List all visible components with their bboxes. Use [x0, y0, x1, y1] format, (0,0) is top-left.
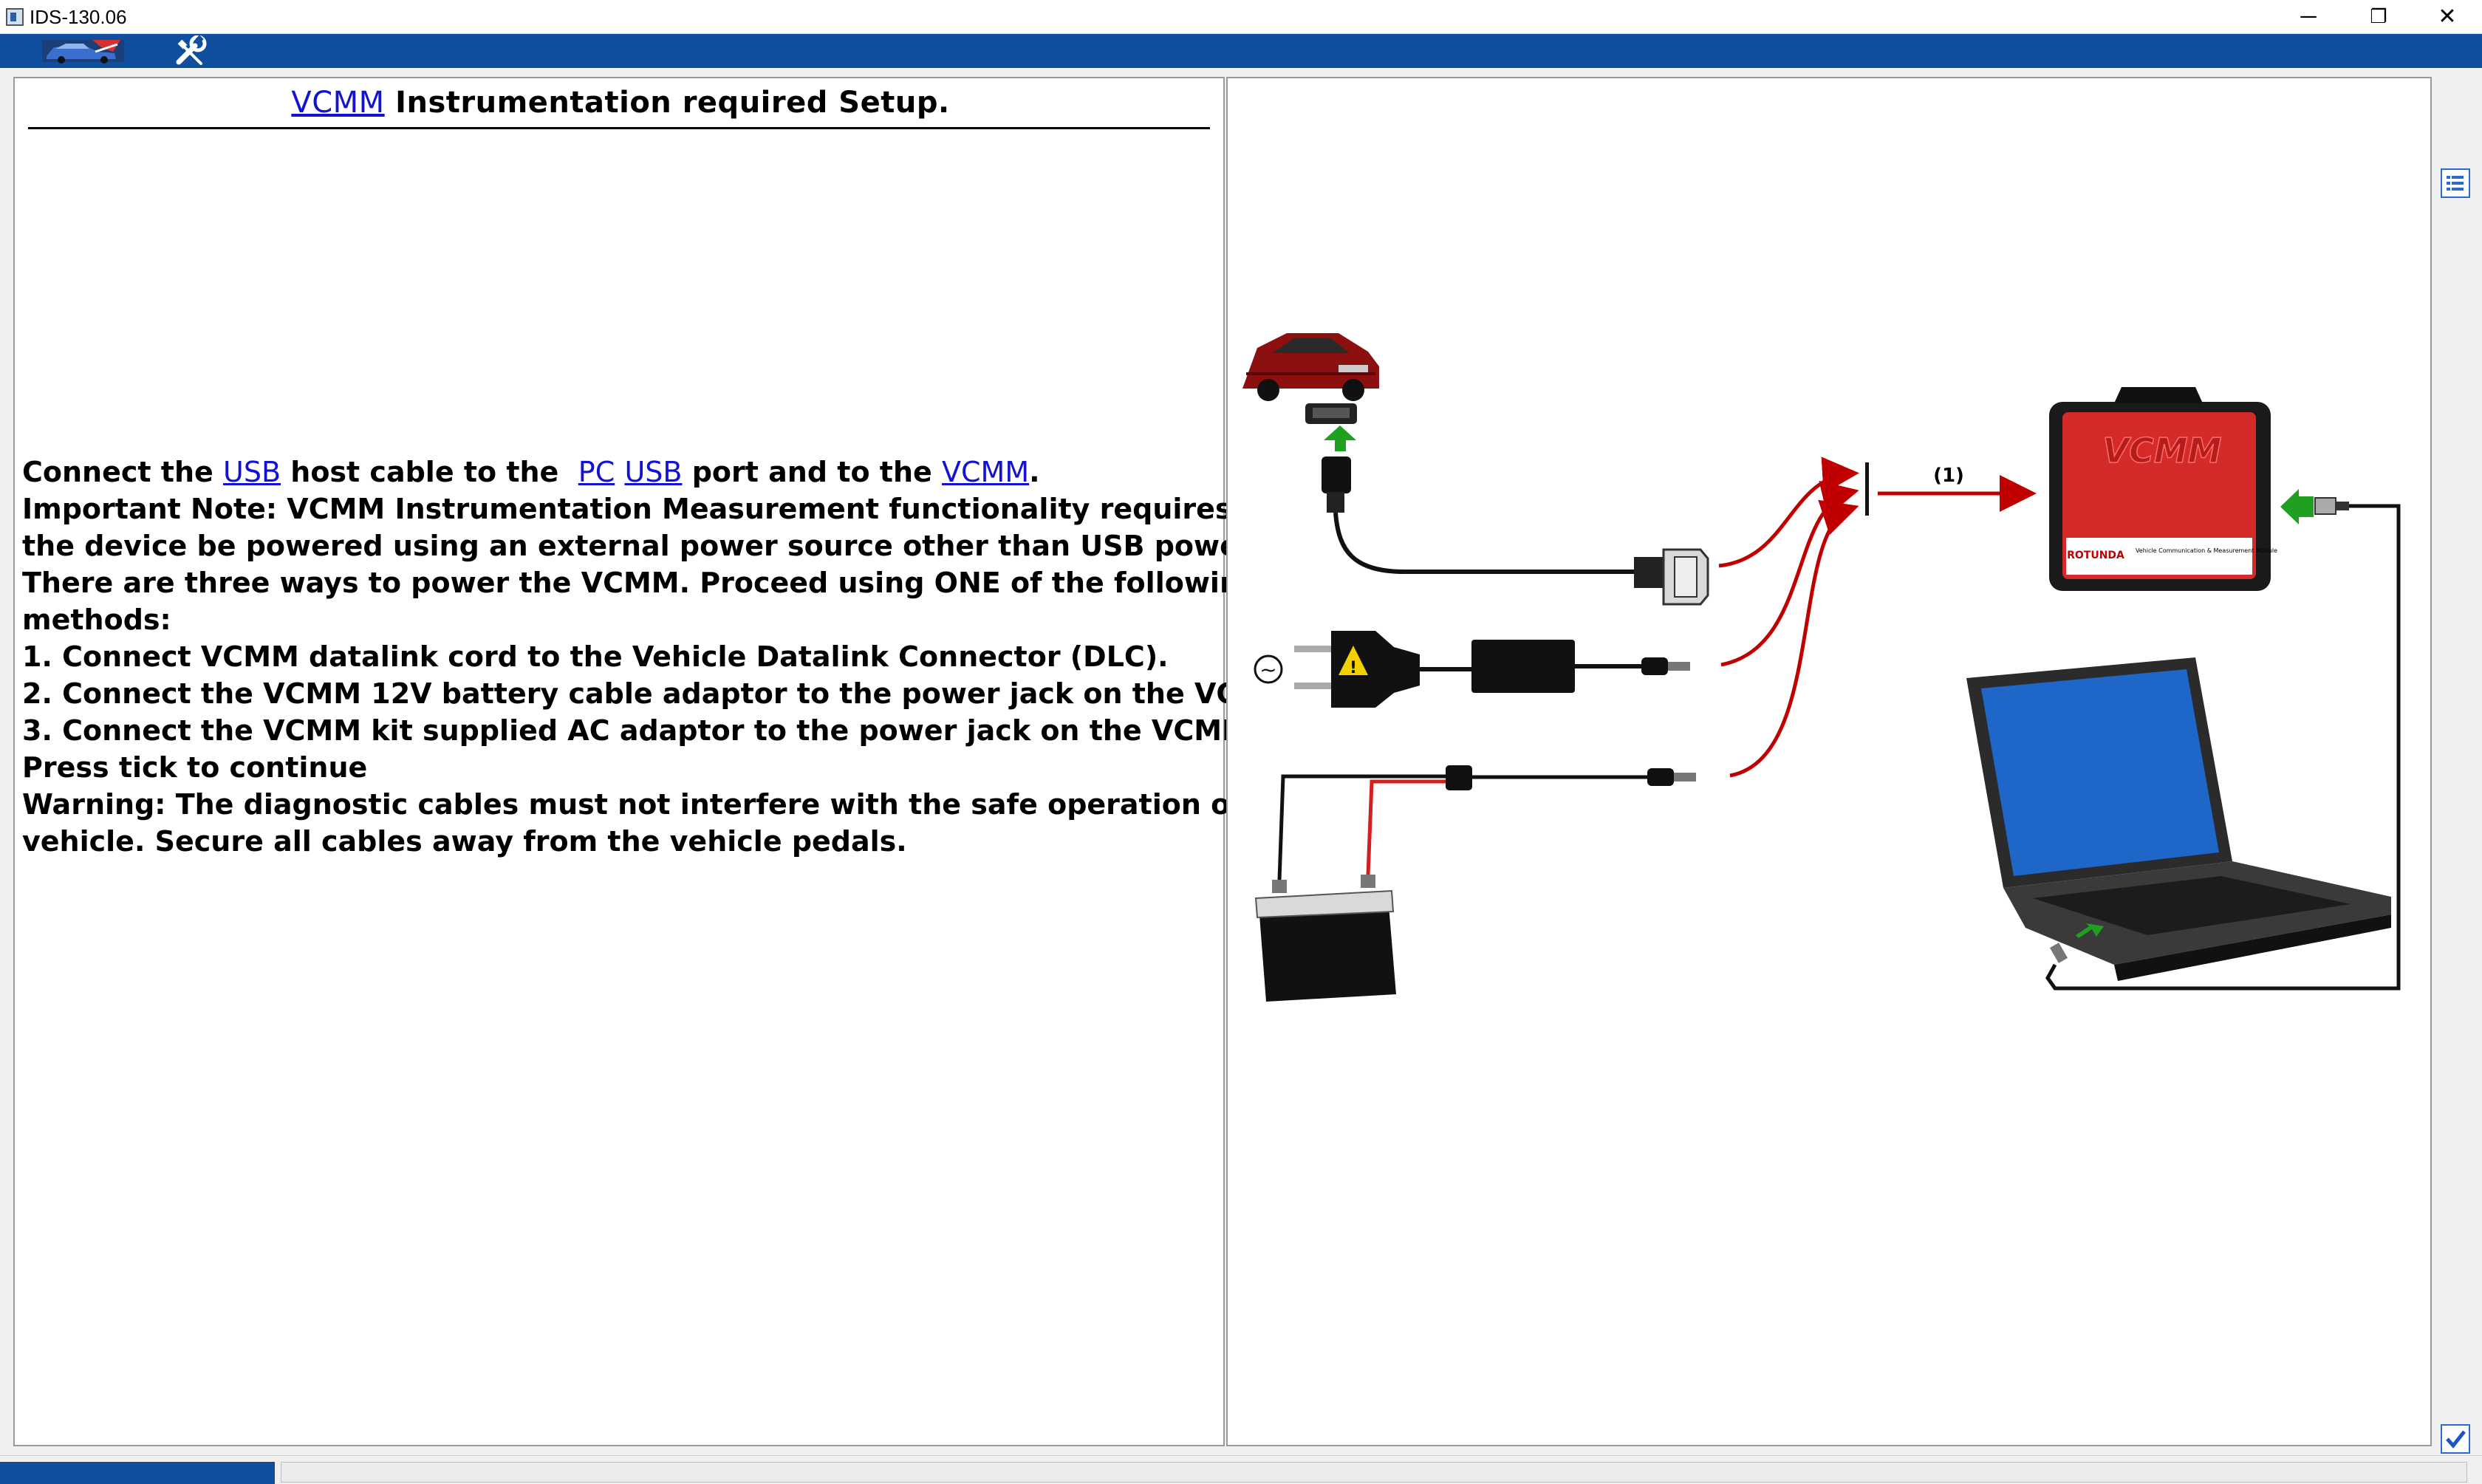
car-image: [1242, 333, 1379, 401]
page-title: VCMM Instrumentation required Setup.: [15, 86, 1226, 120]
vcmm-device: VCMM ROTUNDA Vehicle Communication & Mea…: [2049, 387, 2277, 591]
close-icon: ✕: [2438, 4, 2457, 29]
method-2: 2. Connect the VCMM 12V battery cable ad…: [22, 677, 1304, 710]
status-bar: [0, 1455, 2482, 1484]
laptop-image: [1966, 657, 2391, 981]
vcmm-caption-text: Vehicle Communication & Measurement Modu…: [2136, 547, 2277, 554]
green-arrow-usb-icon: [2076, 923, 2104, 938]
instructions-panel: VCMM Instrumentation required Setup. Con…: [13, 77, 1307, 1446]
diagram-panel: ~ !: [1226, 77, 2432, 1446]
list-button[interactable]: [2441, 168, 2470, 198]
warning-line-1: Warning: The diagnostic cables must not …: [22, 788, 1305, 821]
instruction-text: .: [1029, 456, 1040, 488]
vcmm-maker-text: ROTUNDA: [2067, 550, 2124, 561]
usb-cable: [2045, 504, 2401, 991]
usb-link[interactable]: USB: [223, 456, 281, 488]
power-ways-line-2: methods:: [22, 603, 171, 636]
app-icon: [6, 8, 24, 26]
pc-link[interactable]: PC: [578, 456, 615, 488]
checkmark-icon: [2446, 1430, 2466, 1449]
warning-symbol: !: [1350, 659, 1357, 677]
vehicle-session-icon[interactable]: [41, 37, 126, 65]
wrench-icon[interactable]: [168, 35, 213, 66]
method-3: 3. Connect the VCMM kit supplied AC adap…: [22, 714, 1261, 747]
minimize-button[interactable]: ─: [2275, 0, 2342, 33]
vcmm-link[interactable]: VCMM: [942, 456, 1030, 488]
vcmm-title-link[interactable]: VCMM: [291, 86, 385, 120]
instructions-text: Connect the USB host cable to the PC USB…: [22, 454, 1307, 860]
usb-link-2[interactable]: USB: [624, 456, 683, 488]
window-title: IDS-130.06: [30, 6, 127, 28]
vcmm-brand-text: VCMM: [2103, 431, 2222, 471]
press-tick-text: Press tick to continue: [22, 751, 368, 784]
datalink-cable: [1333, 512, 1634, 574]
restore-icon: ❐: [2370, 5, 2387, 27]
connection-diagram: ~ !: [1242, 333, 2401, 1002]
tick-button[interactable]: [2441, 1424, 2470, 1454]
side-strip: [2435, 77, 2476, 1446]
instruction-text: host cable to the: [281, 456, 578, 488]
ac-symbol: ~: [1259, 657, 1276, 682]
method-1: 1. Connect VCMM datalink cord to the Veh…: [22, 640, 1169, 673]
page-title-text: Instrumentation required Setup.: [384, 86, 950, 120]
instruction-line-1: Connect the USB host cable to the PC USB…: [22, 454, 1219, 490]
power-connection-lines: [1718, 457, 2037, 778]
battery-image: [1254, 875, 1396, 1002]
connection-label-1: (1): [1933, 465, 1964, 487]
usb-plug-laptop: [2049, 943, 2068, 963]
status-field: [281, 1462, 2467, 1483]
usb-plug-vcmm: [2314, 497, 2349, 515]
status-progress-bar: [0, 1462, 275, 1484]
important-note-line-2: the device be powered using an external …: [22, 530, 1259, 562]
battery-black-cable: [1277, 774, 1449, 881]
battery-red-cable: [1366, 779, 1449, 875]
green-arrow-left-icon: [2280, 489, 2314, 524]
battery-cable-joint: [1446, 765, 1472, 790]
close-button[interactable]: ✕: [2414, 0, 2481, 33]
instruction-text: Connect the: [22, 456, 224, 488]
ac-barrel-plug: [1641, 657, 1690, 675]
warning-line-2: vehicle. Secure all cables away from the…: [22, 825, 907, 858]
ac-power-plug: ~ !: [1254, 631, 1420, 708]
important-note-line-1: Important Note: VCMM Instrumentation Mea…: [22, 493, 1307, 525]
db-connector: [1634, 548, 1709, 606]
minimize-icon: ─: [2300, 4, 2317, 29]
power-ways-line-1: There are three ways to power the VCMM. …: [22, 567, 1260, 599]
battery-barrel-plug: [1647, 768, 1696, 786]
green-arrow-up-icon: [1324, 425, 1356, 451]
title-bar: IDS-130.06 ─ ❐ ✕: [0, 0, 2482, 34]
instruction-text: port and to the: [682, 456, 943, 488]
restore-button[interactable]: ❐: [2345, 0, 2412, 33]
instruction-text: [615, 456, 624, 488]
dlc-connector: [1305, 403, 1357, 424]
list-icon: [2447, 176, 2464, 191]
title-underline: [28, 127, 1210, 129]
obd-plug: [1322, 457, 1351, 513]
toolbar: [0, 34, 2482, 68]
ac-adaptor-brick: [1471, 640, 1575, 693]
